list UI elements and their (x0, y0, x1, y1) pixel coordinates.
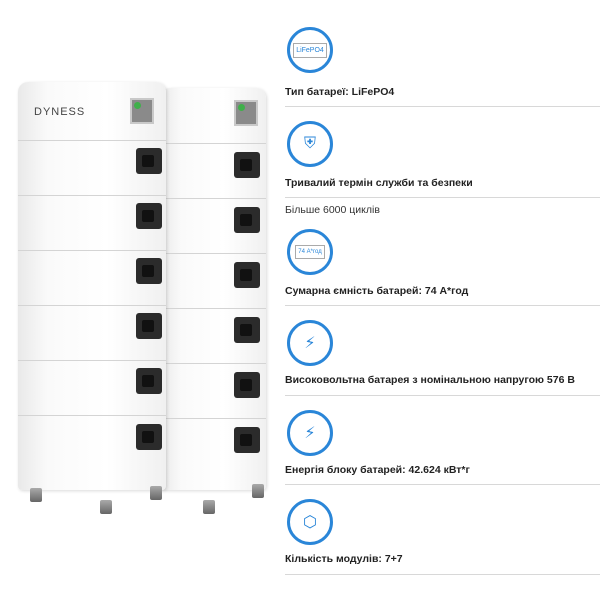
module-handle (234, 372, 260, 398)
tower-foot (203, 500, 215, 514)
lifepo4-battery-icon: LiFePO4 (287, 27, 333, 73)
shield-bolt-icon: ⛨ (287, 121, 333, 167)
module-handle (234, 427, 260, 453)
divider (285, 395, 600, 396)
feature-title: Тип батареї: LiFePO4 (285, 86, 395, 98)
module-handle (136, 424, 162, 450)
battery-tower-left: DYNESS (18, 82, 166, 490)
module-handle (136, 148, 162, 174)
divider (285, 484, 600, 485)
divider (285, 106, 600, 107)
brand-logo: DYNESS (34, 106, 86, 118)
control-panel (130, 98, 154, 124)
icon-label: 74 А*год (295, 245, 325, 259)
control-panel (234, 100, 258, 126)
modules-hexagon-icon: ⬡ (287, 499, 333, 545)
module-handle (136, 313, 162, 339)
feature-title: Сумарна ємність батарей: 74 А*год (285, 285, 469, 297)
feature-title: Кількість модулів: 7+7 (285, 553, 403, 565)
module-handle (136, 203, 162, 229)
tower-foot (30, 488, 42, 502)
icon-label: LiFePO4 (293, 42, 327, 58)
battery-cells-icon: ⚡ (287, 410, 333, 456)
module-handle (136, 258, 162, 284)
tower-foot (100, 500, 112, 514)
module-handle (234, 262, 260, 288)
module-handle (234, 152, 260, 178)
module-handle (234, 207, 260, 233)
divider (285, 305, 600, 306)
battery-tower-right (160, 88, 266, 490)
battery-capacity-icon: 74 А*год (287, 229, 333, 275)
strong-battery-icon: ⚡ (287, 320, 333, 366)
tower-foot (150, 486, 162, 500)
module-handle (234, 317, 260, 343)
tower-foot (252, 484, 264, 498)
status-led (134, 102, 141, 109)
feature-title: Високовольтна батарея з номінальною напр… (285, 374, 575, 386)
module-handle (136, 368, 162, 394)
feature-subtitle: Більше 6000 циклів (285, 204, 380, 216)
divider (285, 574, 600, 575)
feature-title: Тривалий термін служби та безпеки (285, 177, 473, 189)
divider (285, 197, 600, 198)
status-led (238, 104, 245, 111)
feature-title: Енергія блоку батарей: 42.624 кВт*г (285, 464, 470, 476)
